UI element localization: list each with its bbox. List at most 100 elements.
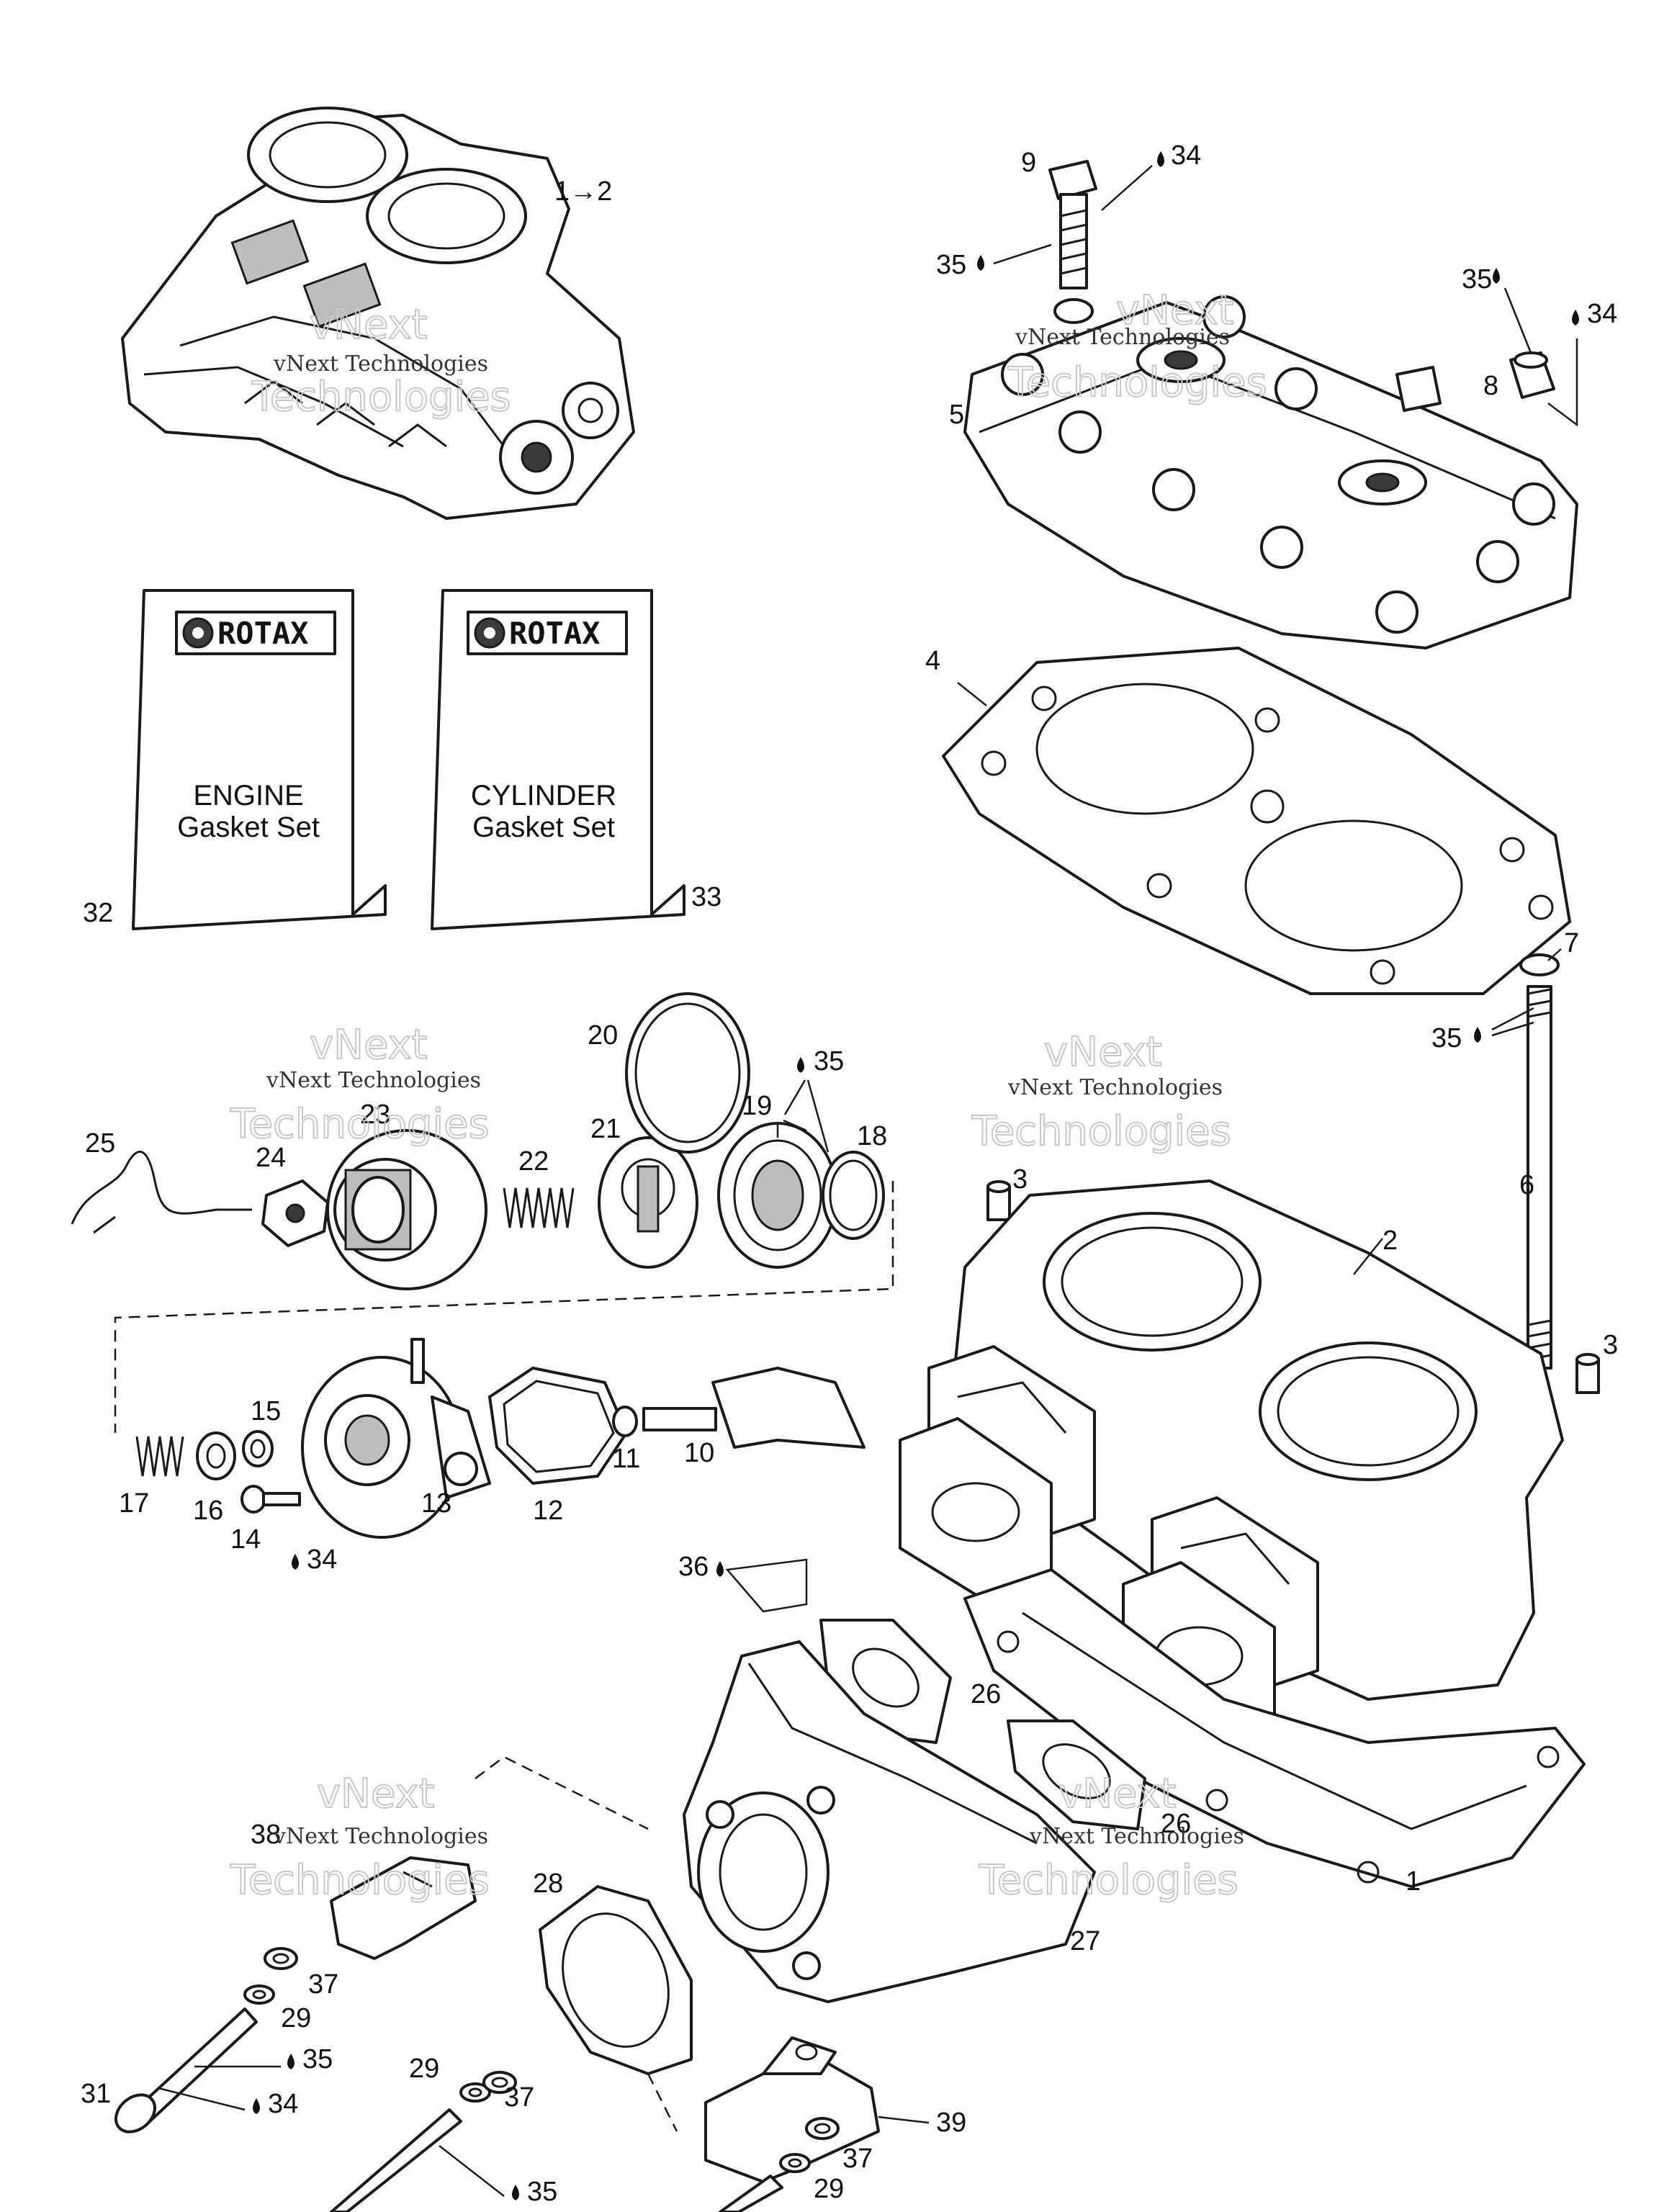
cylinder-gasket-set-box: ROTAX CYLINDER Gasket Set (431, 589, 685, 930)
washer-37-c-illustration (805, 2117, 840, 2140)
washer-16-illustration (196, 1431, 236, 1480)
washer-29-b-illustration (459, 2082, 491, 2103)
callout-37-a: 37 (308, 1969, 338, 2000)
cylinder-head-illustration (963, 295, 1578, 649)
cylinder-box-line2: Gasket Set (472, 811, 615, 843)
svg-text:vNext Technologies: vNext Technologies (1007, 1075, 1223, 1100)
lube-34-screw9: 34 (1171, 140, 1201, 171)
lube-35-screw31: 35 (302, 2044, 333, 2074)
cap-24-illustration (261, 1179, 329, 1247)
exhaust-gasket-26-upper-illustration (819, 1619, 952, 1744)
callout-14: 14 (230, 1524, 261, 1555)
callout-15: 15 (251, 1396, 281, 1426)
lube-35-bellows: 35 (814, 1046, 844, 1076)
callout-1: 1 (1406, 1866, 1421, 1897)
callout-17: 17 (119, 1488, 149, 1519)
lube-34-nut8: 34 (1587, 299, 1617, 329)
engine-assembly-illustration (121, 107, 635, 520)
svg-text:vNext Technologies: vNext Technologies (266, 1068, 481, 1093)
svg-text:vNext Technologies: vNext Technologies (273, 351, 488, 377)
callout-31: 31 (81, 2079, 111, 2109)
cylinder-box-line1: CYLINDER (471, 780, 616, 811)
svg-text:vNext: vNext (1058, 1771, 1177, 1817)
watermark-head: vNext vNext Technologies Technologies (1007, 287, 1268, 407)
screw-9-illustration (1048, 160, 1097, 324)
lube-34-screw31: 34 (268, 2089, 298, 2119)
callout-37-c: 37 (842, 2144, 873, 2174)
spring-17-illustration (135, 1436, 184, 1477)
callout-6: 6 (1519, 1170, 1534, 1200)
callout-21: 21 (590, 1114, 621, 1144)
callout-27: 27 (1070, 1926, 1100, 1956)
screw-14-illustration (240, 1485, 301, 1514)
callout-3-left: 3 (1012, 1164, 1028, 1195)
screw-31-illustration (114, 2008, 258, 2134)
manifold-gasket-28-illustration (539, 1885, 693, 2075)
engine-gasket-set-box: ROTAX ENGINE Gasket Set (132, 589, 387, 930)
dowel-3-left-illustration (986, 1180, 1011, 1221)
callout-7: 7 (1564, 928, 1579, 958)
stud-6-illustration (1519, 953, 1560, 1370)
callout-37-b: 37 (504, 2082, 534, 2113)
nut-8-illustration (1509, 351, 1555, 399)
callout-33: 33 (691, 882, 721, 912)
callout-24: 24 (256, 1143, 286, 1173)
callout-20: 20 (588, 1020, 618, 1051)
dowel-3-right-illustration (1575, 1353, 1600, 1394)
callout-19: 19 (742, 1091, 772, 1121)
svg-text:vNext: vNext (310, 1022, 428, 1069)
lube-34-screw14: 34 (307, 1545, 337, 1575)
callout-2: 2 (1382, 1226, 1398, 1256)
engine-box-line2: Gasket Set (177, 811, 320, 843)
callout-23: 23 (360, 1100, 390, 1130)
svg-text:Technologies: Technologies (971, 1108, 1231, 1155)
callout-26-lower: 26 (1161, 1809, 1191, 1839)
bracket-38-illustration (330, 1856, 477, 1960)
callout-3-right: 3 (1603, 1330, 1618, 1360)
callout-16: 16 (193, 1496, 223, 1526)
watermark-manifold: vNext vNext Technologies Technologies (978, 1770, 1244, 1905)
valve-piston-10-illustration (642, 1367, 866, 1449)
callout-39: 39 (936, 2108, 966, 2138)
svg-text:vNext Technologies: vNext Technologies (1029, 1824, 1244, 1849)
svg-text:vNext: vNext (1044, 1029, 1162, 1076)
callout-28: 28 (533, 1869, 563, 1899)
lube-35-bottom-stud: 35 (527, 2177, 557, 2207)
lube-35-stud6: 35 (1431, 1023, 1462, 1053)
callout-25: 25 (85, 1128, 115, 1159)
callout-32: 32 (83, 898, 113, 928)
bracket-39-illustration (704, 2036, 880, 2183)
callout-11: 11 (612, 1444, 640, 1474)
gasket-12-illustration (488, 1367, 628, 1485)
callout-29-a: 29 (281, 2003, 311, 2033)
callout-9: 9 (1021, 148, 1036, 178)
cylinder-box-brand: ROTAX (509, 616, 600, 651)
engine-box-brand: ROTAX (217, 616, 308, 651)
washer-37-a-illustration (264, 1947, 298, 1970)
callout-5: 5 (949, 400, 964, 430)
callout-29-b: 29 (409, 2054, 439, 2084)
svg-text:vNext: vNext (317, 1771, 435, 1817)
washer-15-illustration (242, 1430, 274, 1467)
callout-12: 12 (533, 1496, 563, 1526)
exhaust-gasket-26-lower-illustration (1007, 1719, 1146, 1830)
svg-text:Technologies: Technologies (979, 1857, 1238, 1904)
svg-text:Technologies: Technologies (230, 1857, 490, 1904)
washer-37-b-illustration (482, 2071, 517, 2094)
bellows-19-illustration (717, 1122, 838, 1269)
callout-26-upper: 26 (971, 1679, 1001, 1709)
o-ring-11-illustration (612, 1406, 638, 1437)
lube-35-screw9: 35 (936, 250, 966, 280)
watermark-top: vNext vNext Technologies Technologies (251, 301, 512, 421)
callout-8: 8 (1483, 371, 1498, 401)
callout-4: 4 (925, 646, 940, 676)
callout-29-c: 29 (814, 2174, 844, 2204)
callout-13: 13 (421, 1488, 451, 1519)
svg-text:Technologies: Technologies (1007, 359, 1267, 406)
washer-29-c-illustration (779, 2153, 811, 2173)
washer-29-a-illustration (243, 1984, 275, 2005)
callout-22: 22 (518, 1146, 549, 1177)
svg-text:Technologies: Technologies (230, 1101, 490, 1148)
spring-22-illustration (503, 1187, 575, 1228)
